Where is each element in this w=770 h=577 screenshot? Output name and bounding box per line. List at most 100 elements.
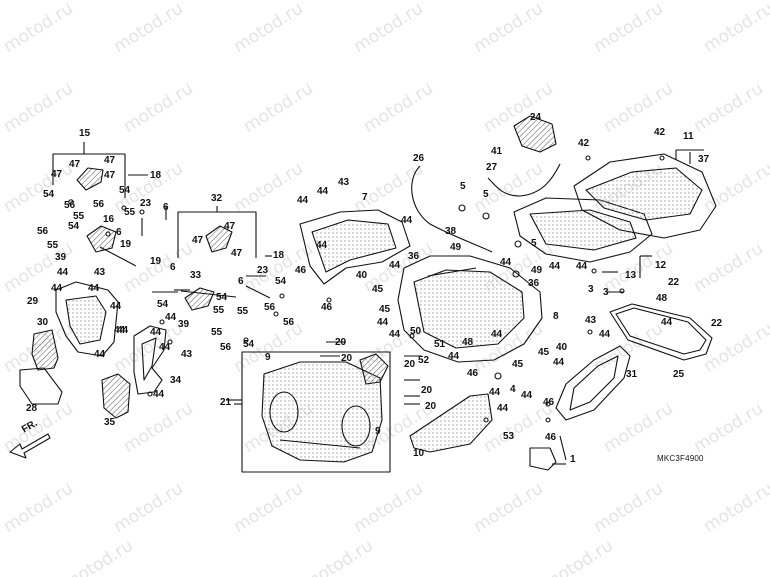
- callout-44: 44: [165, 312, 177, 323]
- callout-19: 19: [120, 239, 132, 250]
- callout-39: 39: [55, 252, 67, 263]
- callout-30: 30: [37, 317, 49, 328]
- callout-44: 44: [51, 283, 63, 294]
- callout-55: 55: [213, 305, 225, 316]
- callout-56: 56: [220, 342, 232, 353]
- callout-22: 22: [668, 277, 680, 288]
- callout-43: 43: [181, 349, 193, 360]
- callout-43: 43: [585, 315, 597, 326]
- group-21-box: [241, 351, 391, 473]
- callout-43: 43: [94, 267, 106, 278]
- callout-48: 48: [462, 337, 474, 348]
- callout-46: 46: [321, 302, 333, 313]
- callout-47: 47: [69, 159, 81, 170]
- callout-55: 55: [211, 327, 223, 338]
- callout-54: 54: [119, 185, 131, 196]
- callout-47: 47: [192, 235, 204, 246]
- callout-44: 44: [497, 403, 509, 414]
- callout-25: 25: [673, 369, 685, 380]
- callout-46: 46: [545, 432, 557, 443]
- part-15-bracket: [76, 167, 104, 191]
- callout-52: 52: [418, 355, 430, 366]
- callout-55: 55: [237, 306, 249, 317]
- callout-20: 20: [421, 385, 433, 396]
- callout-44: 44: [377, 317, 389, 328]
- callout-5: 5: [460, 181, 466, 192]
- callout-34: 34: [170, 375, 182, 386]
- callout-31: 31: [626, 369, 638, 380]
- callout-44: 44: [576, 261, 588, 272]
- callout-35: 35: [104, 417, 116, 428]
- callout-12: 12: [655, 260, 667, 271]
- part-24-bracket: [513, 115, 557, 153]
- callout-56: 56: [283, 317, 295, 328]
- callout-44: 44: [153, 389, 165, 400]
- part-35-grille: [101, 373, 131, 419]
- callout-37: 37: [698, 154, 710, 165]
- callout-10: 10: [413, 448, 425, 459]
- callout-55: 55: [73, 211, 85, 222]
- callout-40: 40: [556, 342, 568, 353]
- callout-56: 56: [93, 199, 105, 210]
- callout-44: 44: [389, 329, 401, 340]
- callout-3: 3: [603, 287, 609, 298]
- callout-47: 47: [51, 169, 63, 180]
- callout-44: 44: [159, 342, 171, 353]
- callout-20: 20: [341, 353, 353, 364]
- callout-40: 40: [356, 270, 368, 281]
- part-21-inner-cover: [261, 361, 383, 463]
- callout-28: 28: [26, 403, 38, 414]
- callout-21: 21: [220, 397, 232, 408]
- callout-47: 47: [104, 155, 116, 166]
- callout-44: 44: [57, 267, 69, 278]
- callout-6: 6: [116, 227, 122, 238]
- callout-44: 44: [317, 186, 329, 197]
- part-8-center-body: [397, 255, 543, 363]
- callout-20: 20: [404, 359, 416, 370]
- callout-15: 15: [79, 128, 91, 139]
- callout-20: 20: [425, 401, 437, 412]
- front-arrow: [9, 433, 51, 459]
- callout-36: 36: [408, 251, 420, 262]
- callout-49: 49: [531, 265, 543, 276]
- part-25-seal: [609, 303, 713, 361]
- callout-9: 9: [375, 426, 381, 437]
- callout-55: 55: [47, 240, 59, 251]
- callout-55: 55: [124, 207, 136, 218]
- part-34-frame: [133, 325, 167, 395]
- part-20-bracket: [359, 353, 389, 385]
- callout-54: 54: [216, 292, 228, 303]
- callout-44: 44: [297, 195, 309, 206]
- callout-41: 41: [491, 146, 503, 157]
- callout-44: 44: [150, 327, 162, 338]
- part-11-top-shell: [573, 153, 717, 239]
- callout-46: 46: [295, 265, 307, 276]
- callout-44: 44: [389, 260, 401, 271]
- callout-4: 4: [510, 384, 516, 395]
- callout-53: 53: [503, 431, 515, 442]
- callout-13: 13: [625, 270, 637, 281]
- callout-8: 8: [553, 311, 559, 322]
- callout-43: 43: [338, 177, 350, 188]
- callout-56: 56: [37, 226, 49, 237]
- callout-5: 5: [531, 238, 537, 249]
- callout-51: 51: [434, 339, 446, 350]
- callout-44: 44: [599, 329, 611, 340]
- callout-3: 3: [588, 284, 594, 295]
- callout-44: 44: [491, 329, 503, 340]
- callout-54: 54: [43, 189, 55, 200]
- callout-44: 44: [521, 390, 533, 401]
- callout-44: 44: [110, 301, 122, 312]
- part-1-latch: [529, 447, 557, 471]
- callout-47: 47: [224, 221, 236, 232]
- diagram-code: MKC3F4900: [657, 454, 704, 463]
- callout-18: 18: [273, 250, 285, 261]
- callout-45: 45: [372, 284, 384, 295]
- callout-29: 29: [27, 296, 39, 307]
- callout-46: 46: [543, 397, 555, 408]
- callout-9: 9: [265, 352, 271, 363]
- callout-44: 44: [401, 215, 413, 226]
- callout-44: 44: [661, 317, 673, 328]
